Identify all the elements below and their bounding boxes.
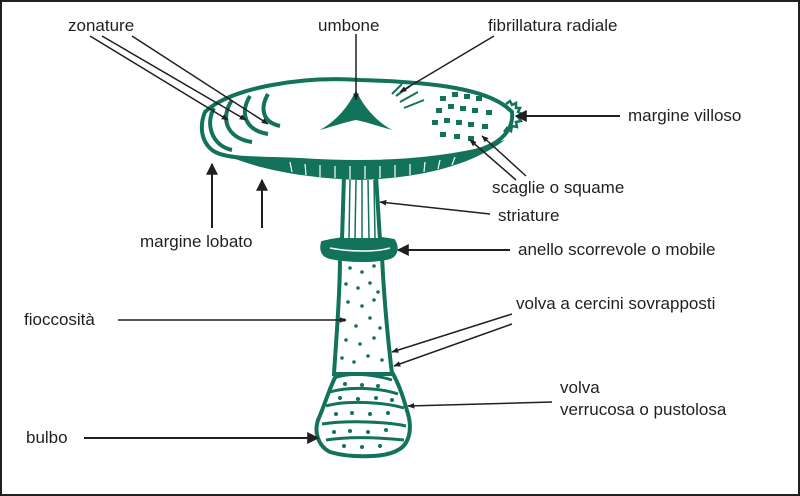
cap-scales [432, 92, 492, 141]
mushroom-illustration [199, 77, 525, 459]
zonature-leader-3 [131, 35, 269, 125]
label-fibrillatura-radiale: fibrillatura radiale [488, 16, 618, 35]
scaglie-leader-1 [481, 135, 527, 177]
leader-lines [84, 34, 620, 444]
label-volva-cercini: volva a cercini sovrapposti [516, 294, 716, 313]
lower-stipe [331, 254, 395, 376]
striature-leader [379, 199, 491, 215]
label-margine-villoso: margine villoso [628, 106, 742, 125]
volva-texture [321, 372, 407, 442]
label-zonature: zonature [68, 16, 135, 35]
umbone-shape [320, 90, 392, 130]
bulb-dots [332, 382, 394, 449]
gill-lines [289, 156, 456, 179]
label-margine-lobato: margine lobato [140, 232, 253, 251]
label-scaglie-o-squame: scaglie o squame [492, 178, 625, 197]
label-fioccosita: fioccosità [24, 310, 95, 329]
scaglie-leader-2 [469, 139, 517, 181]
fibrillatura-leader [399, 35, 495, 93]
volva-cercini-leader-1 [391, 313, 513, 353]
label-bulbo: bulbo [26, 428, 68, 447]
zonature-leader-2 [101, 35, 247, 121]
label-umbone: umbone [318, 16, 380, 35]
bulbo-shape [314, 365, 412, 459]
volva-verrucosa-leader [407, 401, 553, 409]
zonature-leader-1 [89, 35, 229, 121]
label-verrucosa: verrucosa o pustolosa [560, 400, 727, 419]
stipe-striations [348, 179, 376, 239]
label-anello: anello scorrevole o mobile [518, 240, 716, 259]
label-striature: striature [498, 206, 560, 225]
stipe-flocks [340, 264, 384, 364]
cap-top [199, 77, 515, 164]
label-volva: volva [560, 378, 600, 397]
volva-cercini-leader-2 [393, 323, 513, 367]
